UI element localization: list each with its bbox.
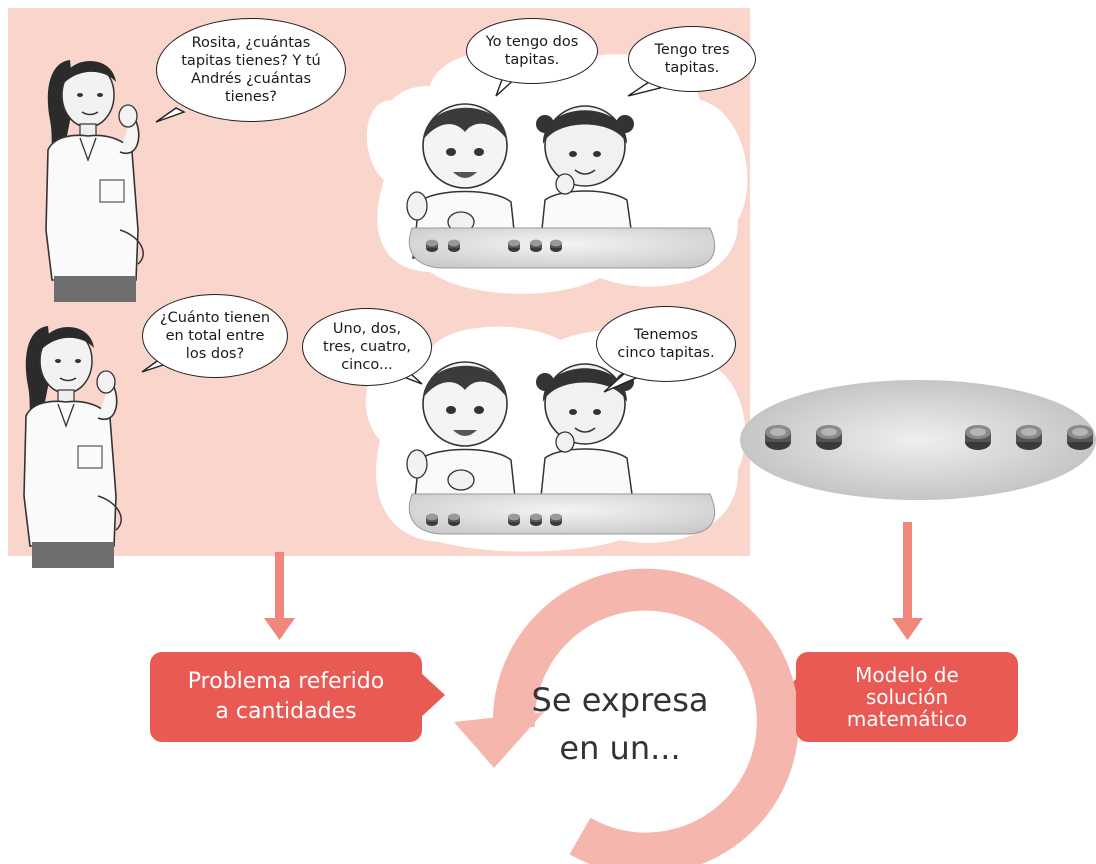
left-down-arrow: [264, 552, 295, 640]
model-label: Modelo de solución matemático: [796, 652, 1018, 742]
right-down-arrow: [892, 522, 923, 640]
cycle-arrowhead: [454, 712, 544, 768]
cycle-center-text: Se expresa en un...: [531, 681, 709, 767]
scene2-table: [408, 493, 716, 535]
girl-answer-bubble-1: Tengo tres tapitas.: [628, 26, 756, 92]
scene2-teacher-illustration: [23, 325, 122, 569]
girl-answer-bubble-2: Tenemos cinco tapitas.: [596, 306, 736, 382]
cycle-ring: [492, 568, 799, 864]
problem-label: Problema referido a cantidades: [150, 652, 422, 742]
model-right-caps: [965, 425, 1093, 450]
boy-counting-bubble: Uno, dos, tres, cuatro, cinco...: [302, 308, 432, 386]
left-pointer: [420, 672, 445, 718]
model-tray: [740, 380, 1096, 500]
boy-answer-bubble-1: Yo tengo dos tapitas.: [466, 18, 598, 84]
teacher-question-bubble-1: Rosita, ¿cuántas tapitas tienes? Y tú An…: [156, 18, 346, 122]
scene1-teacher-illustration: [45, 59, 144, 303]
teacher-question-bubble-2: ¿Cuánto tienen en total entre los dos?: [142, 294, 288, 378]
